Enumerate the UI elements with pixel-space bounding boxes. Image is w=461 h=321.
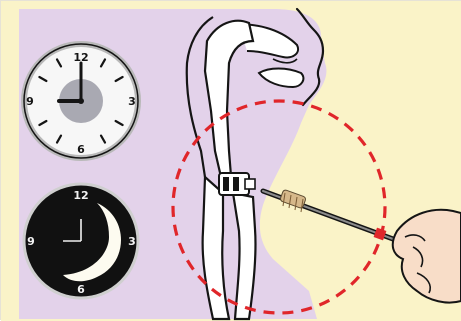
day-clock-number-9: 9 [26, 95, 34, 108]
night-clock-number-6: 6 [77, 283, 85, 296]
day-clock-number-6: 6 [77, 143, 85, 156]
moon-icon: 12 3 6 9 [24, 184, 138, 298]
clock-icon: 12 3 6 9 [24, 44, 138, 158]
night-clock-number-12: 12 [73, 189, 88, 202]
night-clock-number-9: 9 [27, 235, 35, 248]
tracheostomy-tube [219, 173, 255, 195]
night-clock-number-3: 3 [128, 235, 136, 248]
day-clock-number-3: 3 [128, 95, 136, 108]
